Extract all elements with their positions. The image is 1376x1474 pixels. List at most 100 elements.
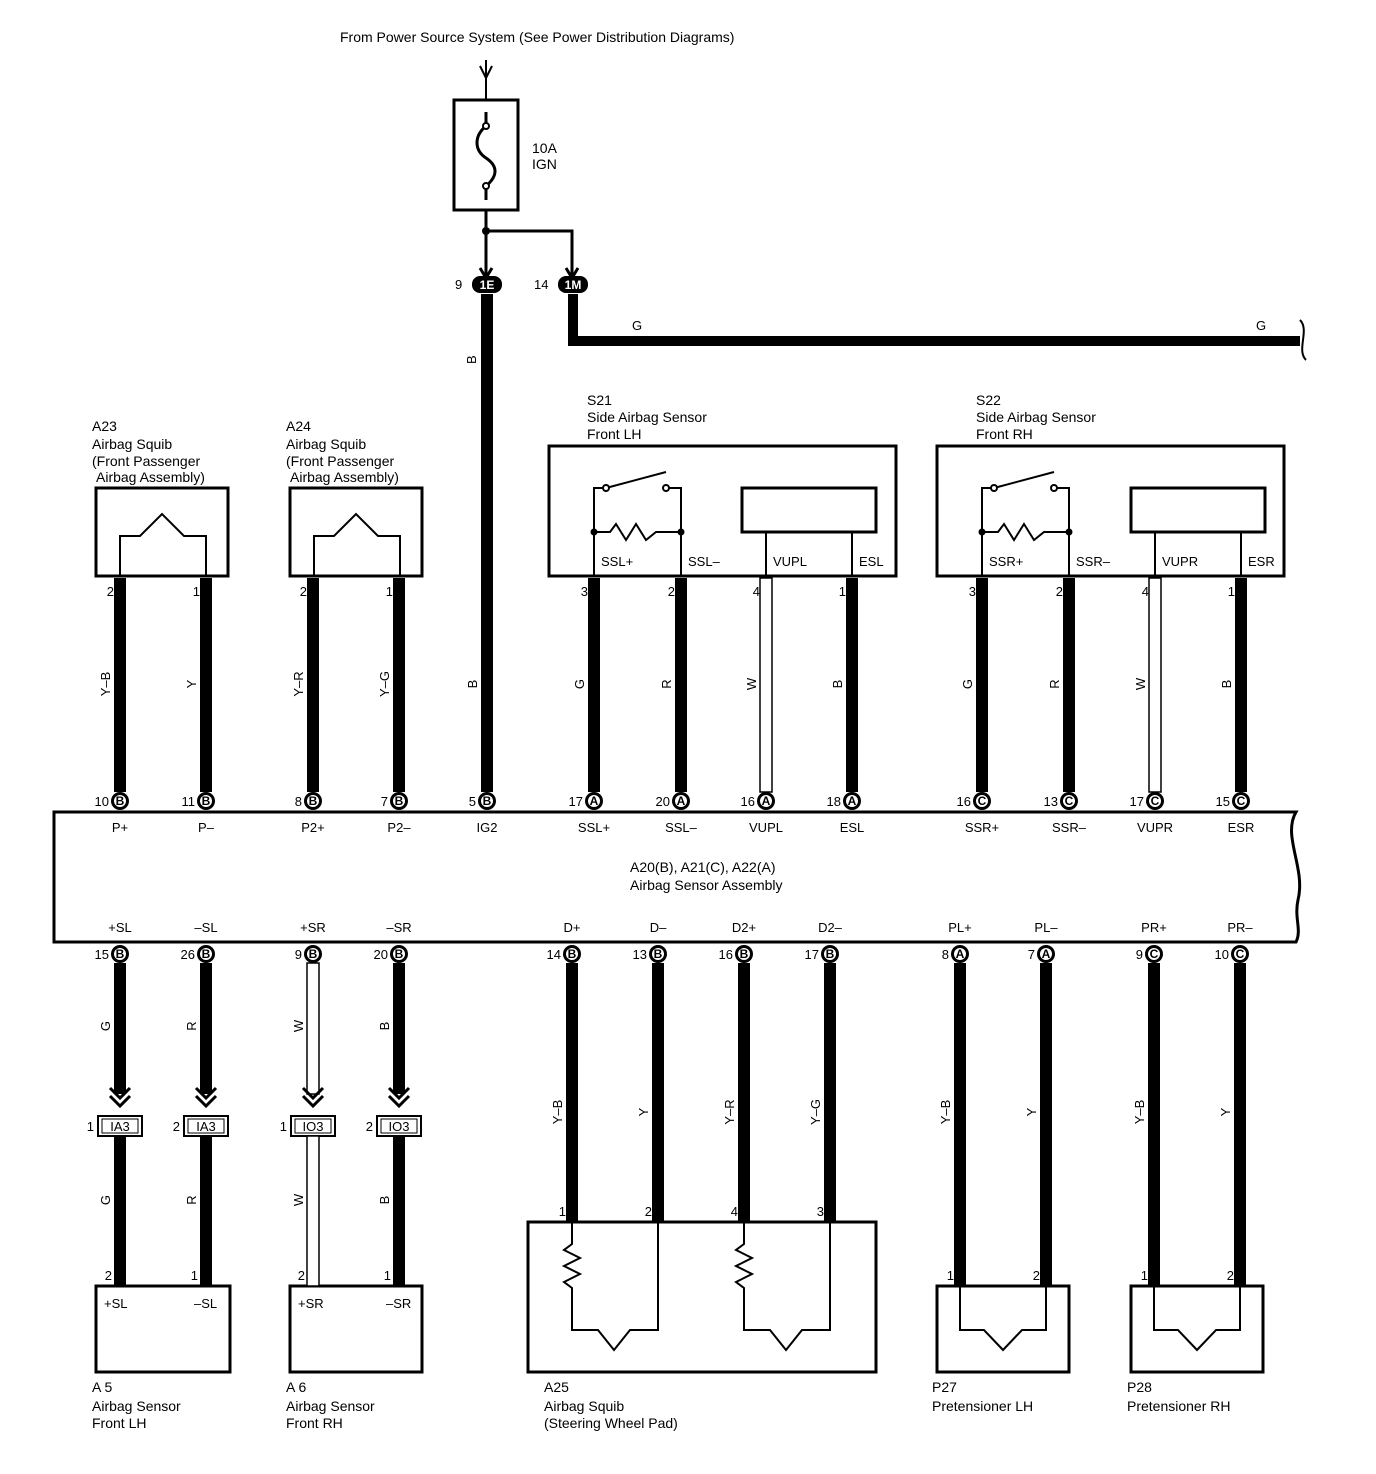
a23-pin2-color: Y–B	[98, 672, 113, 697]
minus-sl-junction-code: IA3	[196, 1119, 216, 1134]
a23-pin2-connector-inner	[114, 795, 126, 807]
minus-sr-ecu-pin: 20	[374, 947, 388, 962]
svg-text:Front LH: Front LH	[92, 1415, 146, 1431]
s21-pin1-connector-inner	[846, 795, 858, 807]
s22-pin4-wire	[1148, 577, 1162, 793]
p28-box	[1129, 1284, 1265, 1374]
s21-pin2-terminal: SSL–	[665, 820, 698, 835]
splice-point	[482, 227, 490, 235]
pl-plus-color: Y–B	[938, 1100, 953, 1125]
a23-pin2-ecu-pin: 10	[95, 794, 109, 809]
d-minus-device-pin: 2	[645, 1204, 652, 1219]
minus-sr-color-upper: B	[377, 1022, 392, 1031]
g-wire	[568, 294, 1307, 361]
d2-plus-connector-inner	[738, 948, 750, 960]
a23-pin2-connector-letter: B	[116, 794, 125, 808]
svg-text:Front RH: Front RH	[976, 426, 1033, 442]
svg-text:(Front Passenger: (Front Passenger	[286, 453, 394, 469]
s22-pin3-color: G	[960, 679, 975, 689]
pr-plus-connector-letter: C	[1150, 947, 1159, 961]
a24-box	[288, 486, 424, 578]
svg-text:Side Airbag Sensor: Side Airbag Sensor	[587, 409, 707, 425]
a24-label: A24 Airbag Squib (Front Passenger Airbag…	[286, 418, 399, 485]
d2-minus-color: Y–G	[808, 1099, 823, 1125]
plus-sr-device-pin: 2	[298, 1268, 305, 1283]
a23-pin1-pin: 1	[193, 584, 200, 599]
minus-sl-junction-pin: 2	[173, 1119, 180, 1134]
svg-text:+SR: +SR	[298, 1296, 324, 1311]
a24-pin1-connector-inner	[393, 795, 405, 807]
pl-plus-device-pin: 1	[947, 1268, 954, 1283]
s22-pin1-ecu-pin: 15	[1216, 794, 1230, 809]
plus-sr-wire-lower	[306, 1135, 320, 1287]
a24-pin1-pin: 1	[386, 584, 393, 599]
minus-sl-ecu-pin: 26	[181, 947, 195, 962]
d-minus-connector-letter: B	[654, 947, 663, 961]
s21-pin1-terminal: ESL	[840, 820, 865, 835]
svg-text:Airbag Sensor: Airbag Sensor	[92, 1398, 181, 1414]
a23-pin1-connector-letter: B	[202, 794, 211, 808]
minus-sl-connector-inner	[200, 948, 212, 960]
s21-pin4-connector-letter: A	[762, 794, 771, 808]
junction-1e: 1E 9	[455, 276, 502, 293]
svg-text:Airbag Squib: Airbag Squib	[286, 436, 366, 452]
svg-text:Side Airbag Sensor: Side Airbag Sensor	[976, 409, 1096, 425]
d2-plus-ecu-pin: 16	[719, 947, 733, 962]
fuse-rating: 10A	[532, 140, 558, 156]
s21-pin4-ecu-pin: 16	[741, 794, 755, 809]
a23-pin1-terminal: P–	[198, 820, 215, 835]
s21-pin2-ecu-pin: 20	[656, 794, 670, 809]
s22-pin4-ecu-pin: 17	[1130, 794, 1144, 809]
pl-plus-connector-inner	[954, 948, 966, 960]
pr-minus-ecu-pin: 10	[1215, 947, 1229, 962]
svg-text:A23: A23	[92, 418, 117, 434]
d-minus-color: Y	[636, 1107, 651, 1116]
g-wire-label-1: G	[632, 318, 642, 333]
plus-sr-chevron-2	[301, 1094, 325, 1109]
pl-minus-ecu-pin: 7	[1028, 947, 1035, 962]
svg-text:–SR: –SR	[386, 1296, 411, 1311]
svg-text:–SL: –SL	[194, 1296, 217, 1311]
s22-pin2-terminal: SSR–	[1052, 820, 1087, 835]
ecu-connectors-label: A20(B), A21(C), A22(A)	[630, 859, 776, 875]
svg-text:A 6: A 6	[286, 1379, 306, 1395]
d-minus-ecu-pin: 13	[633, 947, 647, 962]
svg-text:S22: S22	[976, 392, 1001, 408]
s21-pin4-wire	[759, 577, 773, 793]
a23-pin1-connector-inner	[200, 795, 212, 807]
s21-pin1-pin: 1	[839, 584, 846, 599]
svg-text:A25: A25	[544, 1379, 569, 1395]
pr-minus-device-pin: 2	[1227, 1268, 1234, 1283]
pl-minus-connector-inner	[1040, 948, 1052, 960]
svg-text:SSR–: SSR–	[1076, 554, 1111, 569]
plus-sr-chevron-1	[301, 1086, 325, 1101]
s22-pin1-terminal: ESR	[1228, 820, 1255, 835]
s22-pin4-connector-inner	[1149, 795, 1161, 807]
s21-pin4-pin: 4	[753, 584, 760, 599]
ig2-connector-letter: B	[483, 794, 492, 808]
minus-sl-junction-inner	[187, 1118, 225, 1134]
plus-sl-junction-pin: 1	[87, 1119, 94, 1134]
svg-text:Airbag Assembly): Airbag Assembly)	[96, 469, 205, 485]
s22-pin2-ecu-pin: 13	[1044, 794, 1058, 809]
plus-sr-color-upper: W	[291, 1019, 306, 1032]
s21-pin4-color: W	[744, 677, 759, 690]
fuse-symbol-icon	[475, 112, 497, 200]
s21-label: S21 Side Airbag Sensor Front LH	[587, 392, 707, 442]
minus-sl-device-pin: 1	[191, 1268, 198, 1283]
pl-minus-terminal: PL–	[1034, 920, 1058, 935]
s22-pin3-connector-inner	[976, 795, 988, 807]
fuse-out-wire	[478, 210, 580, 281]
power-arrow	[479, 60, 493, 100]
plus-sr-ecu-pin: 9	[295, 947, 302, 962]
svg-text:1M: 1M	[565, 278, 582, 292]
pl-minus-device-pin: 2	[1033, 1268, 1040, 1283]
a24-pin1-ecu-pin: 7	[381, 794, 388, 809]
s21-pin1-ecu-pin: 18	[827, 794, 841, 809]
s22-pin2-color: R	[1047, 679, 1062, 688]
d2-plus-terminal: D2+	[732, 920, 756, 935]
svg-text:Pretensioner LH: Pretensioner LH	[932, 1398, 1033, 1414]
s21-pin3-connector-inner	[588, 795, 600, 807]
minus-sr-connector-inner	[393, 948, 405, 960]
svg-text:14: 14	[534, 277, 548, 292]
